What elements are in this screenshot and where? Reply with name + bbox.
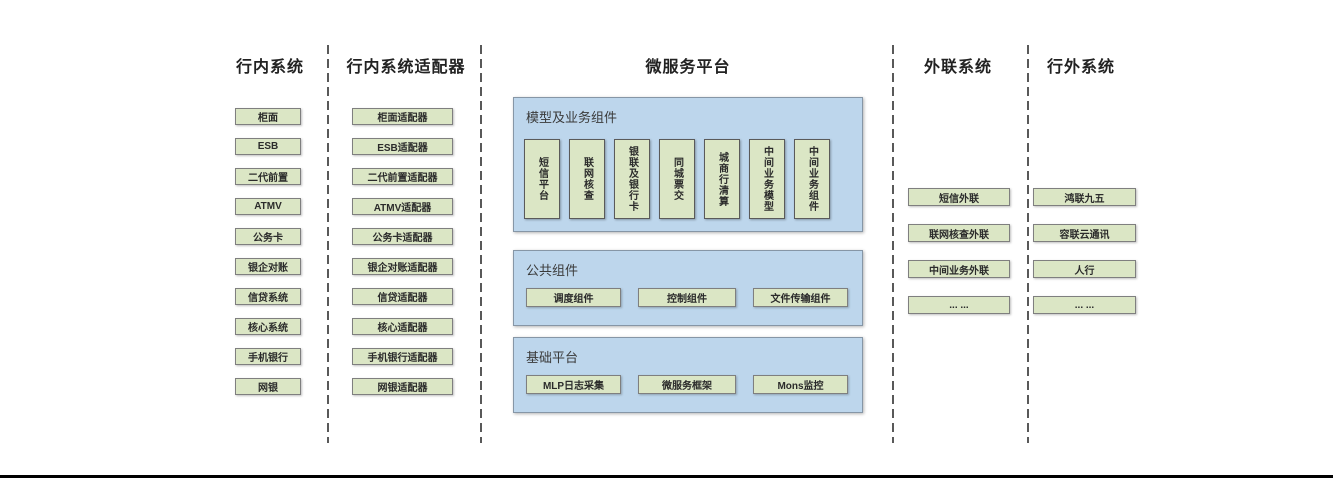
adapter-box: 二代前置适配器: [352, 168, 453, 185]
common-component-box: 文件传输组件: [753, 288, 848, 307]
model-component-box: 银联及银行卡: [614, 139, 650, 219]
adapter-box: 公务卡适配器: [352, 228, 453, 245]
outside-systems-column: 鸿联九五 容联云通讯 人行 ... ...: [1033, 188, 1136, 332]
adapter-box: 核心适配器: [352, 318, 453, 335]
internal-system-box: ESB: [235, 138, 301, 155]
external-link-box: 短信外联: [908, 188, 1010, 206]
panel-model-business-components: 模型及业务组件 短信平台 联网核查 银联及银行卡 同城票交 城商行清算 中间业务…: [513, 97, 863, 232]
bottom-rule: [0, 475, 1333, 478]
column-divider-4: [1027, 45, 1029, 443]
external-link-box: 联网核查外联: [908, 224, 1010, 242]
outside-system-box: 鸿联九五: [1033, 188, 1136, 206]
panel-base-platform: 基础平台 MLP日志采集 微服务框架 Mons监控: [513, 337, 863, 413]
model-component-box: 短信平台: [524, 139, 560, 219]
adapter-box: ESB适配器: [352, 138, 453, 155]
column-title-internal-systems: 行内系统: [235, 59, 305, 76]
common-components-row: 调度组件 控制组件 文件传输组件: [526, 288, 848, 307]
internal-system-box: 网银: [235, 378, 301, 395]
model-component-box: 城商行清算: [704, 139, 740, 219]
column-divider-1: [327, 45, 329, 443]
model-component-box: 中间业务模型: [749, 139, 785, 219]
internal-system-box: ATMV: [235, 198, 301, 215]
model-component-box: 同城票交: [659, 139, 695, 219]
internal-system-box: 公务卡: [235, 228, 301, 245]
panel-label: 公共组件: [526, 263, 579, 278]
panel-label: 模型及业务组件: [526, 110, 618, 125]
adapter-box: 手机银行适配器: [352, 348, 453, 365]
adapter-box: 网银适配器: [352, 378, 453, 395]
column-title-outside-systems: 行外系统: [1046, 59, 1116, 76]
base-platform-box: Mons监控: [753, 375, 848, 394]
external-link-box: ... ...: [908, 296, 1010, 314]
internal-systems-column: 柜面 ESB 二代前置 ATMV 公务卡 银企对账 信贷系统 核心系统 手机银行…: [235, 108, 301, 408]
base-platform-box: 微服务框架: [638, 375, 736, 394]
outside-system-box: ... ...: [1033, 296, 1136, 314]
common-component-box: 调度组件: [526, 288, 621, 307]
adapter-box: 信贷适配器: [352, 288, 453, 305]
model-component-box: 中间业务组件: [794, 139, 830, 219]
model-component-box: 联网核查: [569, 139, 605, 219]
column-divider-2: [480, 45, 482, 443]
panel-common-components: 公共组件 调度组件 控制组件 文件传输组件: [513, 250, 863, 326]
internal-adapters-column: 柜面适配器 ESB适配器 二代前置适配器 ATMV适配器 公务卡适配器 银企对账…: [352, 108, 453, 408]
external-link-box: 中间业务外联: [908, 260, 1010, 278]
internal-system-box: 核心系统: [235, 318, 301, 335]
panel-label: 基础平台: [526, 350, 579, 365]
internal-system-box: 二代前置: [235, 168, 301, 185]
common-component-box: 控制组件: [638, 288, 736, 307]
internal-system-box: 手机银行: [235, 348, 301, 365]
adapter-box: 柜面适配器: [352, 108, 453, 125]
internal-system-box: 信贷系统: [235, 288, 301, 305]
base-platform-row: MLP日志采集 微服务框架 Mons监控: [526, 375, 848, 394]
column-divider-3: [892, 45, 894, 443]
internal-system-box: 银企对账: [235, 258, 301, 275]
base-platform-box: MLP日志采集: [526, 375, 621, 394]
outside-system-box: 容联云通讯: [1033, 224, 1136, 242]
adapter-box: ATMV适配器: [352, 198, 453, 215]
internal-system-box: 柜面: [235, 108, 301, 125]
column-title-microservice-platform: 微服务平台: [645, 59, 731, 76]
column-title-internal-adapters: 行内系统适配器: [346, 59, 466, 76]
column-title-external-link-systems: 外联系统: [923, 59, 993, 76]
model-components-row: 短信平台 联网核查 银联及银行卡 同城票交 城商行清算 中间业务模型 中间业务组…: [524, 139, 830, 219]
external-link-systems-column: 短信外联 联网核查外联 中间业务外联 ... ...: [908, 188, 1010, 332]
adapter-box: 银企对账适配器: [352, 258, 453, 275]
outside-system-box: 人行: [1033, 260, 1136, 278]
